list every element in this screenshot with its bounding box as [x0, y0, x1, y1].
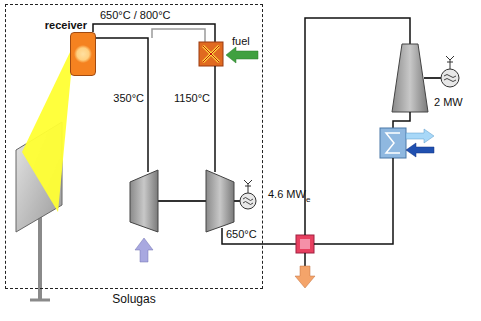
power-label: 2 MW [434, 96, 463, 109]
condenser [380, 128, 406, 158]
heliostat-foot [30, 299, 50, 302]
heat-exchanger-core [300, 239, 310, 249]
solar-beam [22, 48, 72, 212]
exhaust-pipe [222, 228, 296, 244]
flame-mark [203, 46, 219, 62]
system-name: Solugas [112, 293, 155, 307]
receiver-box: receiver [70, 32, 96, 76]
steam-pipe [305, 18, 410, 235]
stack-pipe [304, 253, 306, 266]
power-label: 4.6 MW [268, 188, 306, 201]
hot-air-pipe [93, 24, 215, 42]
shaft [424, 77, 441, 79]
cooling-out-arrow [406, 129, 434, 143]
heliostat-post [38, 210, 42, 300]
combustor [199, 42, 223, 66]
generator [240, 193, 256, 209]
gas-turbine [206, 170, 234, 232]
shaft [158, 200, 206, 202]
generator-symbol [243, 198, 253, 205]
temperature-label: 1150°C [174, 92, 210, 105]
grid-symbol [446, 56, 454, 69]
component-name: receiver [45, 19, 87, 32]
shaft [234, 200, 240, 202]
heat-exchanger [296, 235, 314, 253]
exhaust-steam-pipe [393, 112, 410, 128]
fuel-arrow [226, 47, 258, 63]
bypass-pipe [152, 29, 205, 42]
fuel-label: fuel [232, 35, 250, 48]
flame-mark [203, 46, 219, 62]
generator-symbol [444, 75, 456, 82]
compressed-air-pipe [96, 38, 148, 172]
subscript: e [306, 195, 310, 204]
grid-symbol [244, 180, 252, 193]
hot-gas-pipe [214, 66, 216, 172]
cooling-in-arrow [406, 143, 434, 157]
compressor [130, 170, 158, 232]
exhaust-arrow [295, 266, 315, 288]
feedwater-pipe [314, 158, 393, 244]
generator [441, 69, 459, 87]
steam-turbine [392, 44, 428, 112]
temperature-label: 650°C / 800°C [100, 9, 171, 22]
temperature-label: 350°C [113, 92, 144, 105]
condenser-symbol [386, 133, 400, 153]
air-inlet-arrow [135, 238, 153, 262]
temperature-label: 650°C [226, 228, 257, 241]
system-boundary: Solugasreceiver [5, 4, 263, 289]
